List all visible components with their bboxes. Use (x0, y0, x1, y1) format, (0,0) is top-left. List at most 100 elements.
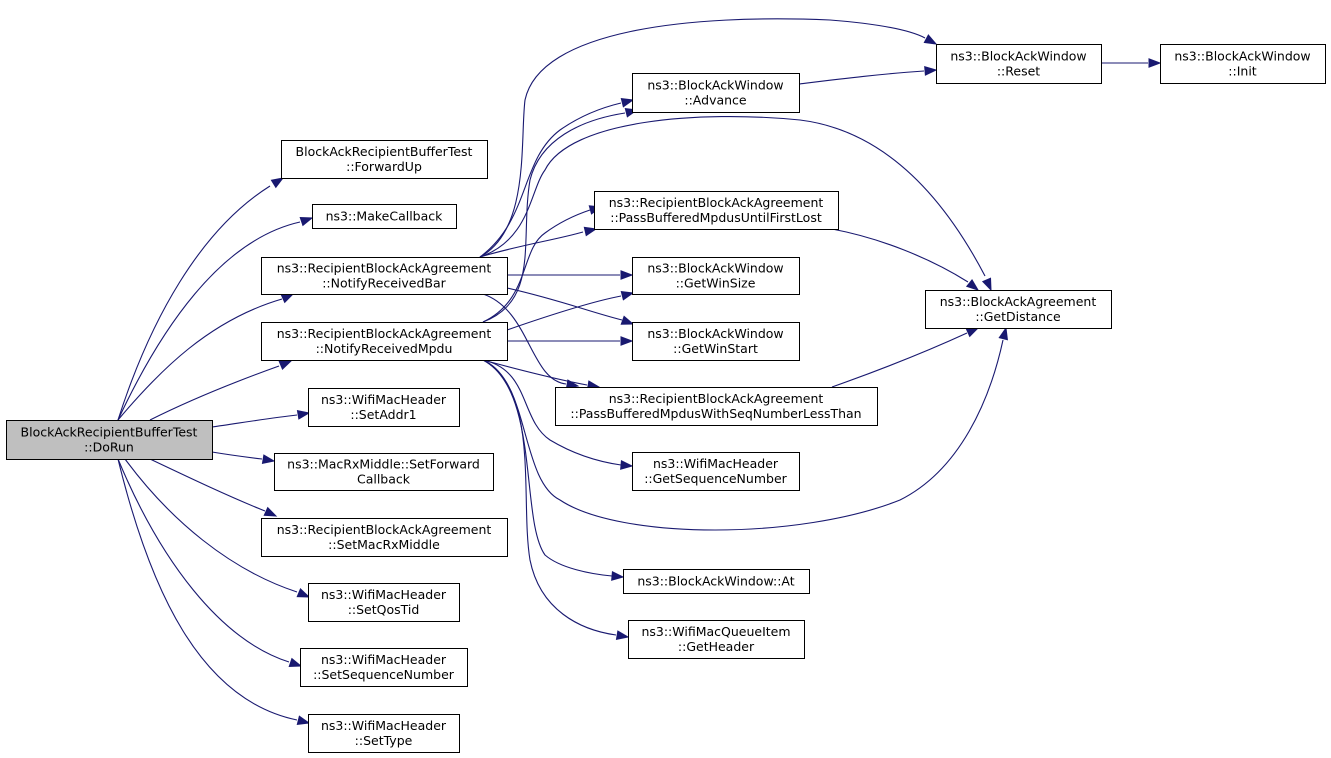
arrow-head-icon (924, 66, 938, 76)
arrow-head-icon (296, 588, 311, 598)
edge-advance-to-reset (798, 66, 938, 85)
edge-line (149, 458, 266, 512)
node-box (274, 453, 494, 491)
edge-dorun-to-forwardup (117, 177, 285, 421)
node-label-line: ns3::WifiMacHeader (321, 587, 447, 602)
edge-line (117, 298, 283, 421)
node-label-line: ::SetType (355, 733, 413, 748)
node-box (308, 388, 460, 427)
arrow-head-icon (1148, 58, 1162, 68)
arrow-head-icon (583, 226, 598, 237)
node-label-line: ::SetAddr1 (350, 407, 416, 422)
node-reset[interactable]: ns3::BlockAckWindow::Reset (936, 44, 1102, 84)
edge-line (479, 18, 926, 258)
node-box (628, 620, 805, 659)
arrow-head-icon (620, 270, 634, 280)
node-label-line: BlockAckRecipientBufferTest (296, 144, 473, 159)
node-winstart[interactable]: ns3::BlockAckWindow::GetWinStart (632, 322, 800, 361)
node-box (261, 518, 508, 557)
node-box (308, 583, 460, 622)
node-box (300, 648, 468, 687)
arrow-head-icon (981, 277, 992, 292)
node-setmacrx[interactable]: ns3::RecipientBlockAckAgreement::SetMacR… (261, 518, 508, 557)
node-box (261, 257, 508, 295)
node-label-line: ::Reset (997, 64, 1040, 79)
node-setaddr1[interactable]: ns3::WifiMacHeader::SetAddr1 (308, 388, 460, 427)
edge-line (482, 112, 626, 323)
node-setqos[interactable]: ns3::WifiMacHeader::SetQosTid (308, 583, 460, 622)
node-passfirstlost[interactable]: ns3::RecipientBlockAckAgreement::PassBuf… (594, 191, 839, 230)
node-label-line: Callback (357, 472, 411, 487)
node-passless[interactable]: ns3::RecipientBlockAckAgreement::PassBuf… (555, 387, 878, 426)
arrow-head-icon (296, 715, 311, 725)
edge-notifympdu-to-getheader (482, 359, 630, 640)
edge-line (117, 221, 301, 421)
arrow-head-icon (620, 98, 635, 108)
node-box (594, 191, 839, 230)
edge-line (117, 185, 271, 421)
node-label-line: ::Init (1228, 64, 1257, 79)
node-at[interactable]: ns3::BlockAckWindow::At (623, 569, 810, 594)
node-label-line: ::GetWinSize (676, 276, 756, 291)
edge-notifympdu-to-getseq (482, 359, 634, 470)
arrow-head-icon (998, 326, 1008, 341)
node-label-line: ::SetMacRxMiddle (328, 537, 440, 552)
edge-line (479, 102, 622, 258)
arrow-head-icon (280, 293, 295, 304)
edge-line (124, 458, 298, 593)
node-getheader[interactable]: ns3::WifiMacQueueItem::GetHeader (628, 620, 805, 659)
edge-dorun-to-setseq (117, 458, 303, 668)
node-setseq[interactable]: ns3::WifiMacHeader::SetSequenceNumber (300, 648, 468, 687)
node-label-line: ns3::BlockAckWindow (1174, 49, 1310, 64)
edge-line (149, 365, 280, 421)
node-makecallback[interactable]: ns3::MakeCallback (312, 204, 457, 229)
node-notifybar[interactable]: ns3::RecipientBlockAckAgreement::NotifyR… (261, 257, 508, 295)
node-getseq[interactable]: ns3::WifiMacHeader::GetSequenceNumber (632, 452, 800, 491)
arrow-head-icon (299, 216, 314, 227)
node-label-line: ns3::RecipientBlockAckAgreement (609, 391, 824, 406)
edge-line (831, 228, 969, 283)
edge-notifybar-to-getdistance (479, 115, 992, 292)
node-label-line: ::GetSequenceNumber (644, 471, 787, 486)
arrow-head-icon (278, 360, 293, 370)
node-label-line: ::GetHeader (678, 639, 755, 654)
node-box (632, 452, 800, 491)
node-label-line: ::PassBufferedMpdusUntilFirstLost (610, 210, 822, 225)
node-label-line: ns3::MakeCallback (326, 209, 444, 224)
node-label-line: ::PassBufferedMpdusWithSeqNumberLessThan (570, 406, 861, 421)
call-nodes: BlockAckRecipientBufferTest::DoRunBlockA… (6, 44, 1326, 753)
edge-dorun-to-setqos (124, 458, 311, 598)
edge-dorun-to-setforward (211, 451, 276, 464)
arrow-head-icon (965, 327, 980, 338)
node-label-line: ns3::WifiMacHeader (321, 718, 447, 733)
node-label-line: ns3::WifiMacQueueItem (641, 624, 790, 639)
node-label-line: ::NotifyReceivedBar (322, 276, 446, 291)
edge-line (117, 458, 298, 721)
node-label-line: ::DoRun (84, 440, 134, 455)
node-winsize[interactable]: ns3::BlockAckWindow::GetWinSize (632, 257, 800, 295)
node-label-line: ns3::RecipientBlockAckAgreement (277, 326, 492, 341)
node-init[interactable]: ns3::BlockAckWindow::Init (1160, 44, 1326, 84)
node-dorun[interactable]: BlockAckRecipientBufferTest::DoRun (6, 420, 213, 460)
edge-dorun-to-makecallback (117, 216, 314, 421)
node-box (308, 714, 460, 753)
node-settype[interactable]: ns3::WifiMacHeader::SetType (308, 714, 460, 753)
node-box (261, 322, 508, 361)
node-label-line: ::Advance (684, 93, 747, 108)
node-getdistance[interactable]: ns3::BlockAckAgreement::GetDistance (925, 290, 1112, 329)
arrow-head-icon (296, 410, 311, 420)
arrow-head-icon (288, 657, 303, 668)
node-box (632, 257, 800, 295)
node-forwardup[interactable]: BlockAckRecipientBufferTest::ForwardUp (281, 140, 488, 179)
node-label-line: ns3::RecipientBlockAckAgreement (609, 195, 824, 210)
edge-reset-to-init (1101, 58, 1162, 68)
node-advance[interactable]: ns3::BlockAckWindow::Advance (632, 73, 800, 113)
node-box (6, 420, 213, 460)
edge-dorun-to-setmacrx (149, 458, 278, 517)
node-label-line: ns3::BlockAckWindow (647, 326, 783, 341)
node-notifympdu[interactable]: ns3::RecipientBlockAckAgreement::NotifyR… (261, 322, 508, 361)
edge-line (798, 70, 925, 85)
node-box (312, 204, 457, 229)
